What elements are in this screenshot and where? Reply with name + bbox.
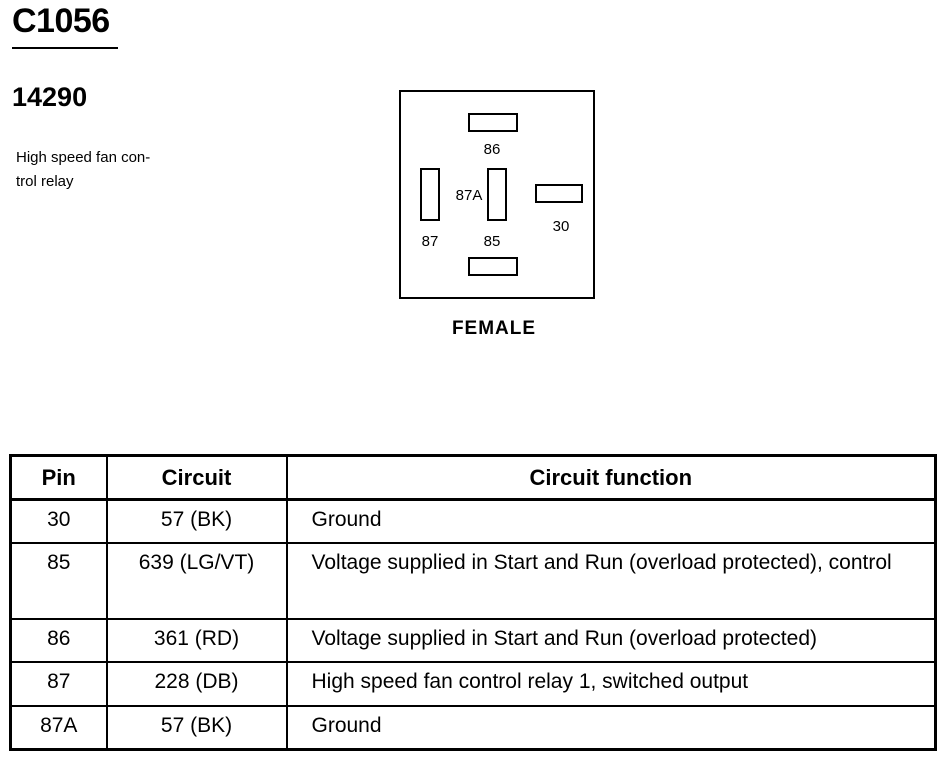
circuit-cell: 57 (BK) [105, 705, 288, 751]
function-cell: Voltage supplied in Start and Run (overl… [285, 542, 937, 620]
column-header-pin: Pin [9, 454, 108, 501]
connector-id-underline [12, 47, 118, 49]
pin-label-85: 85 [484, 233, 501, 250]
column-header-function: Circuit function [285, 454, 937, 501]
function-cell: Ground [285, 705, 937, 751]
terminal-blank-slot [468, 257, 518, 276]
function-cell: High speed fan control relay 1, switched… [285, 661, 937, 707]
pin-cell: 86 [9, 618, 108, 663]
circuit-cell: 228 (DB) [105, 661, 288, 707]
circuit-cell: 57 (BK) [105, 498, 288, 544]
pin-cell: 87A [9, 705, 108, 751]
pin-label-87a: 87A [456, 187, 483, 204]
connector-diagram: 86 87A 30 87 85 FEMALE [399, 90, 595, 339]
table-row: 30 57 (BK) Ground [9, 498, 937, 544]
pin-cell: 87 [9, 661, 108, 707]
table-header-row: Pin Circuit Circuit function [9, 454, 937, 501]
connector-housing [399, 90, 595, 299]
connector-description: High speed fan con- trol relay [16, 149, 151, 190]
function-cell: Voltage supplied in Start and Run (overl… [285, 618, 937, 663]
pin-label-86: 86 [484, 141, 501, 158]
pin-label-87: 87 [422, 233, 439, 250]
pinout-table: Pin Circuit Circuit function 30 57 (BK) … [9, 454, 937, 751]
function-cell: Ground [285, 498, 937, 544]
connector-id: C1056 [12, 2, 110, 40]
connector-gender-label: FEMALE [452, 318, 536, 339]
terminal-86-slot [468, 113, 518, 132]
column-header-circuit: Circuit [105, 454, 288, 501]
circuit-cell: 361 (RD) [105, 618, 288, 663]
terminal-87a-slot [487, 168, 507, 221]
pin-label-30: 30 [553, 218, 570, 235]
table-row: 85 639 (LG/VT) Voltage supplied in Start… [9, 542, 937, 620]
part-number: 14290 [12, 82, 88, 112]
pin-cell: 30 [9, 498, 108, 544]
table-row: 86 361 (RD) Voltage supplied in Start an… [9, 618, 937, 663]
pin-cell: 85 [9, 542, 108, 620]
circuit-cell: 639 (LG/VT) [105, 542, 288, 620]
table-row: 87A 57 (BK) Ground [9, 705, 937, 751]
terminal-87-slot [420, 168, 440, 221]
table-row: 87 228 (DB) High speed fan control relay… [9, 661, 937, 707]
terminal-30-slot [535, 184, 583, 203]
